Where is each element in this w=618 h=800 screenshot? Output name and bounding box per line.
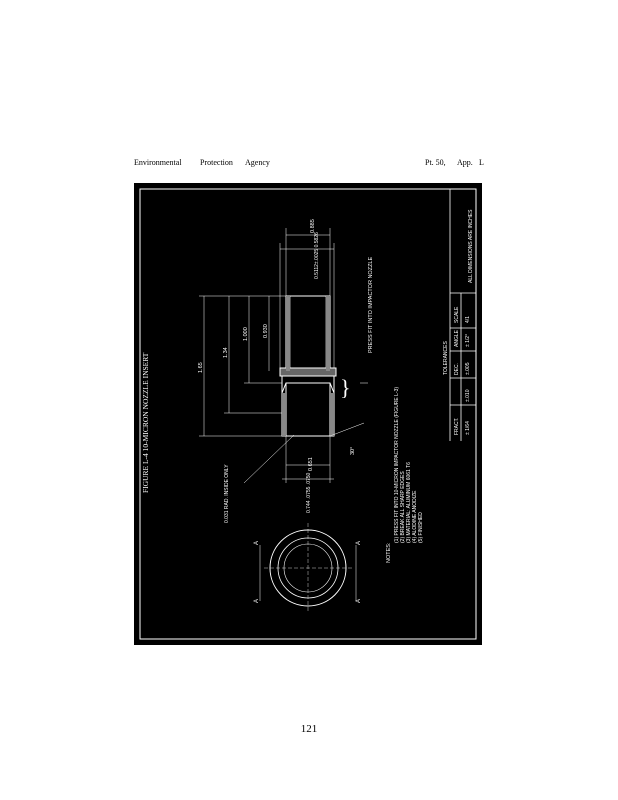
dim-1-34: 1.34 [223, 347, 229, 358]
dim-0-651: 0.651 [308, 457, 314, 471]
header-word: Environmental [134, 158, 182, 167]
header-word: Protection [200, 158, 233, 167]
note-item: (2) BREAK ALL SHARP EDGES [400, 471, 406, 543]
angle-tol-value: ± 1/2° [465, 334, 471, 347]
note-item: (1) PRESS FIT INTO 10-MICRON IMPACTOR NO… [394, 387, 400, 543]
dec-value-2: ±.010 [465, 389, 471, 402]
header-word: Agency [245, 158, 270, 167]
tolerances-label: TOLERANCES [443, 341, 449, 375]
dec-label: DEC. [454, 363, 460, 375]
press-fit-label: PRESS FIT INTO IMPACTOR NOZZLE [368, 257, 374, 353]
all-dimensions-label: ALL DIMENSIONS ARE INCHES [468, 209, 474, 283]
section-mark: A [356, 541, 362, 545]
angle-tol-label: ANGLE [454, 329, 460, 347]
figure-title: FIGURE L-4 10-MICRON NOZZLE INSERT [141, 352, 150, 493]
dim-1-000: 1.000 [243, 327, 249, 341]
dim-0-744: 0.744 .0755 .0750 [306, 472, 312, 513]
scale-value: 4/1 [465, 316, 471, 323]
note-item: (5) FINISHED [418, 512, 424, 543]
dim-press-fit: 0.5112±.0025 0.5826 [314, 232, 320, 279]
notes-heading: NOTES: [386, 542, 392, 563]
fract-label: FRACT. [454, 418, 460, 436]
title-block [449, 189, 476, 441]
fract-value: ± 1/64 [465, 421, 471, 435]
radius-note: 0.031 RAD. INSIDE ONLY [224, 464, 230, 523]
angle-30-label: 30° [350, 447, 356, 455]
header-word: Pt. 50, [425, 158, 446, 167]
drawing-canvas: ALL DIMENSIONS ARE INCHES SCALE 4/1 ANGL… [139, 188, 477, 640]
page-number: 121 [300, 723, 318, 735]
press-fit-brace: } [340, 375, 351, 400]
header-word: L [479, 158, 484, 167]
section-view [259, 523, 357, 613]
header-word: App. [457, 158, 473, 167]
drawing-border [139, 188, 477, 640]
note-item: (3) MATERIAL: ALUMINUM 6061 T6 [406, 462, 412, 543]
dimension-lines [199, 228, 368, 484]
nozzle-body [279, 295, 337, 437]
section-mark: A [254, 599, 260, 603]
note-item: (4) ALODINE ANODIZE [412, 490, 418, 543]
scale-label: SCALE [454, 306, 460, 323]
dim-0-930: 0.930 [263, 324, 269, 338]
section-mark: A [356, 599, 362, 603]
engineering-drawing: ALL DIMENSIONS ARE INCHES SCALE 4/1 ANGL… [134, 183, 482, 645]
dim-1-65: 1.65 [198, 362, 204, 373]
section-mark: A [254, 541, 260, 545]
dim-0-885: 0.885 [310, 219, 316, 233]
dec-value-1: ±.005 [465, 362, 471, 375]
